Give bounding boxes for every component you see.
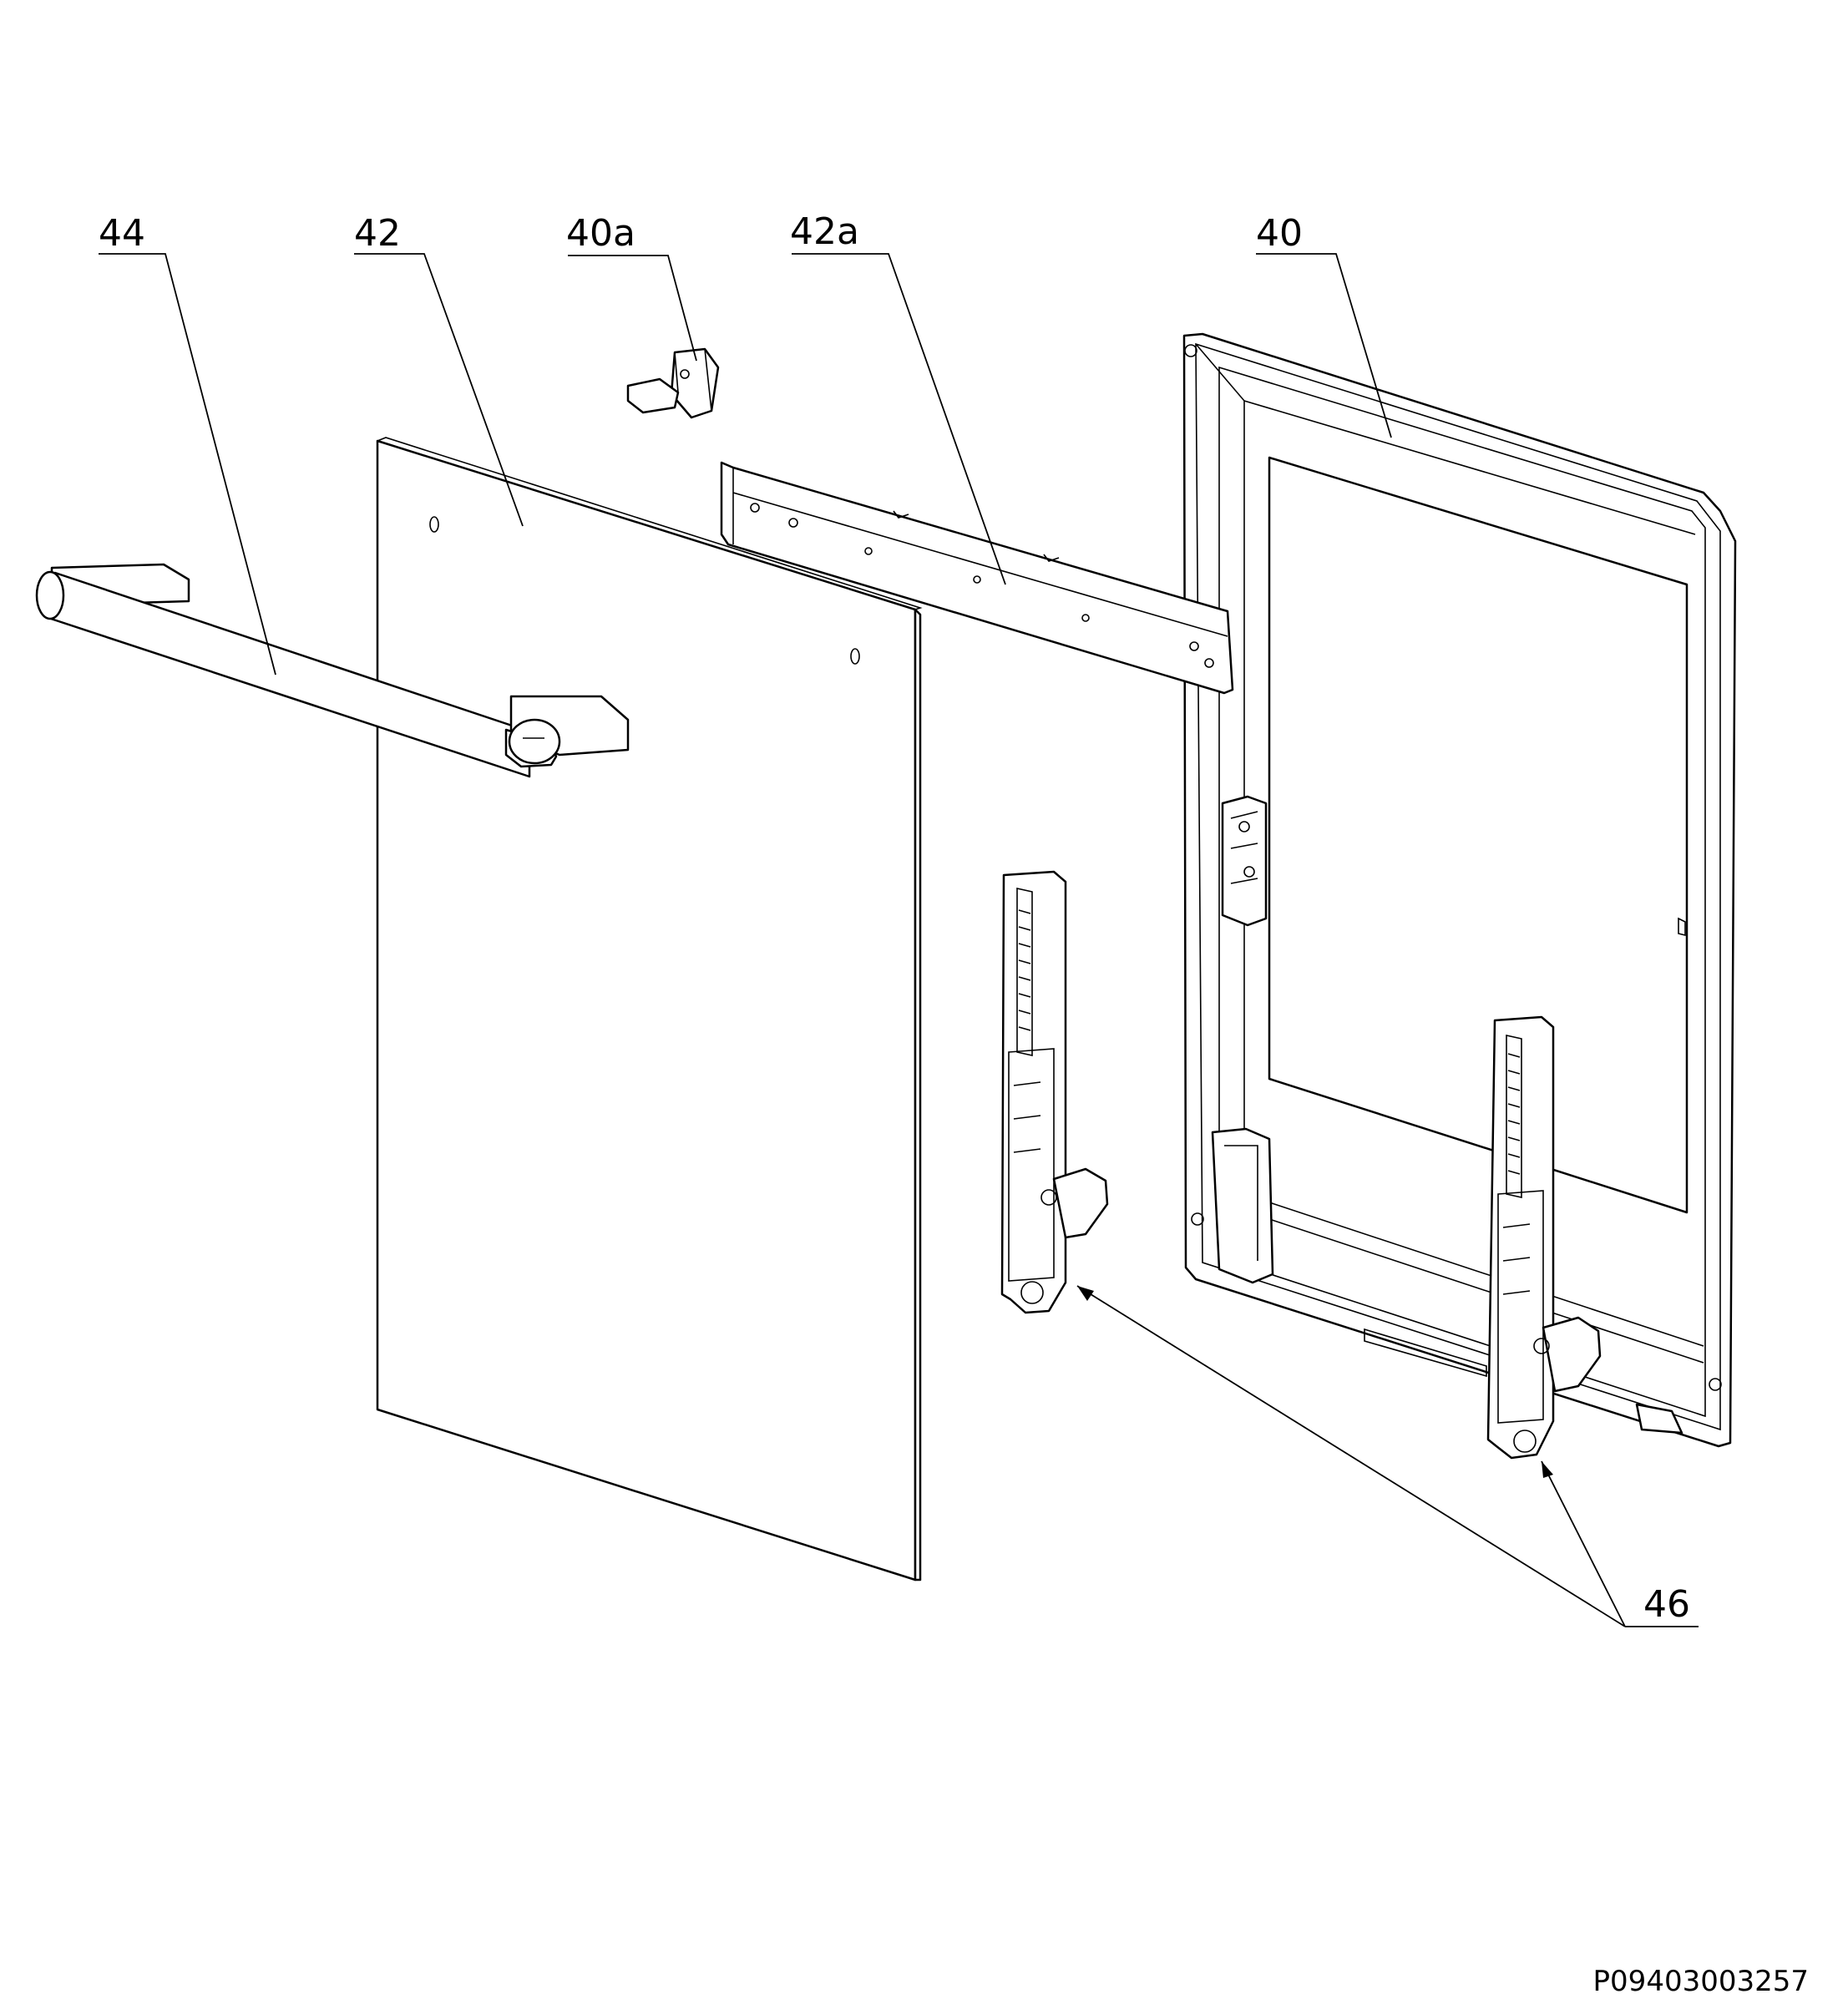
leader-42a <box>792 253 1006 585</box>
leader-46-arrow-a <box>1077 1286 1094 1301</box>
leader-46-arrow-b <box>1542 1461 1553 1478</box>
part-40-inner-door-frame <box>1182 332 1737 1448</box>
callout-42a: 42a <box>790 210 859 253</box>
part-44-door-handle <box>35 563 630 778</box>
callout-42: 42 <box>354 212 401 255</box>
part-40a-clip <box>626 347 720 419</box>
callout-40a: 40a <box>566 212 635 255</box>
callout-44: 44 <box>99 212 145 255</box>
part-42a-top-rail <box>720 461 1234 695</box>
leader-40a <box>568 255 697 362</box>
part-46-hinge-right <box>1486 1015 1602 1460</box>
drawing-number: P09403003257 <box>1593 1965 1809 1998</box>
callout-labels: 44 42 40a 42a 40 46 <box>99 210 1690 1626</box>
leader-lines <box>99 253 1699 1627</box>
part-42-outer-glass-panel <box>376 437 923 1581</box>
leader-40 <box>1256 253 1392 438</box>
callout-40: 40 <box>1256 212 1303 255</box>
leader-46-b <box>1541 1460 1626 1627</box>
part-46-hinge-left <box>1000 870 1109 1314</box>
leader-44 <box>99 253 276 676</box>
leader-46-a <box>1076 1285 1626 1627</box>
leader-42 <box>354 253 524 527</box>
callout-46: 46 <box>1643 1583 1690 1626</box>
